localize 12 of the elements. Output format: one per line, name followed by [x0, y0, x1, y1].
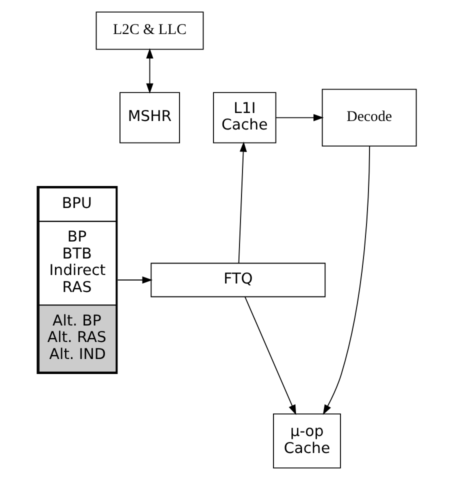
node-box: MSHR: [120, 92, 180, 144]
arrow: [238, 142, 247, 264]
arrow: [322, 146, 370, 415]
arrow: [276, 114, 324, 122]
arrow: [146, 48, 154, 94]
node-box: L1I Cache: [213, 92, 276, 144]
node-box: Decode: [322, 88, 417, 146]
node-box: L2C & LLC: [96, 12, 204, 50]
node-box: FTQ: [150, 262, 326, 298]
arrow: [244, 296, 296, 416]
arrow: [117, 276, 153, 284]
node-box: μ-op Cache: [273, 414, 341, 468]
